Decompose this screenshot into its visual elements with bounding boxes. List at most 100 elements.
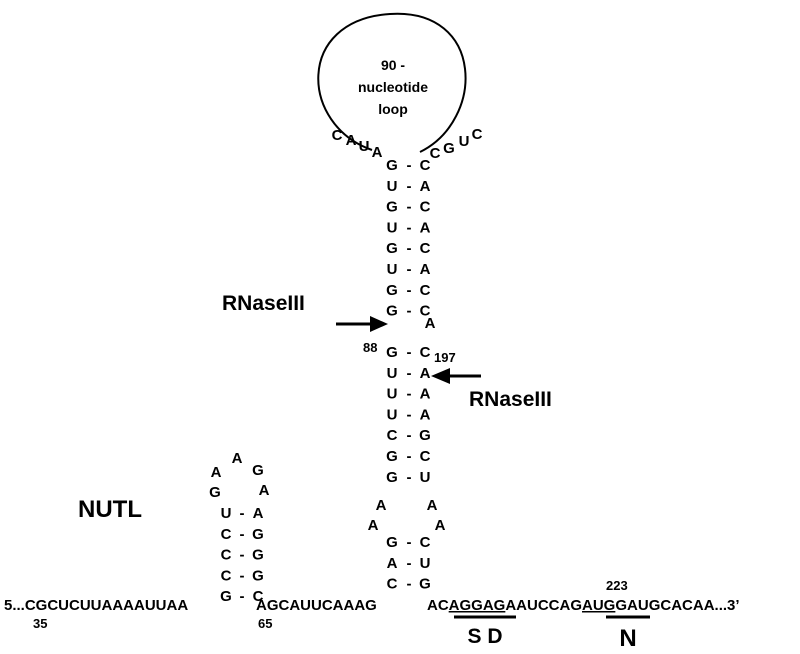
loop-right-base: C	[430, 145, 441, 162]
pair-right-base: C	[420, 157, 431, 174]
loop-left-base: C	[332, 127, 343, 144]
pair-bond: -	[240, 588, 245, 605]
start-codon: AUG	[582, 597, 615, 614]
pair-right-base: C	[420, 240, 431, 257]
pair-bond: -	[240, 526, 245, 543]
pair-left-base: U	[387, 261, 398, 278]
loop-left-bases: C A U A	[332, 127, 383, 161]
pair-right-base: A	[420, 406, 431, 423]
pair-right-base: A	[420, 219, 431, 236]
pair-left-base: A	[387, 555, 398, 572]
pair-right-base: A	[420, 386, 431, 403]
pair-left-base: G	[386, 240, 398, 257]
pair-bond: -	[407, 576, 412, 593]
pair-right-base: C	[253, 588, 264, 605]
sequence-middle: AGCAUUCAAAG	[256, 597, 377, 614]
pair-left-base: G	[386, 534, 398, 551]
pair-right-base: C	[420, 448, 431, 465]
shine-dalgarno-sequence: AGGAG	[449, 597, 506, 614]
pair-right-base: C	[420, 199, 431, 216]
pair-right-base: A	[253, 505, 264, 522]
loop-left-base: A	[372, 144, 383, 161]
pair-right-base: G	[419, 576, 431, 593]
pair-right-base: C	[420, 282, 431, 299]
pair-bond: -	[407, 344, 412, 361]
pair-left-base: G	[386, 199, 398, 216]
pair-left-base: C	[221, 567, 232, 584]
loop-right-base: U	[459, 133, 470, 150]
internal-loop: A A A A	[368, 497, 446, 534]
pair-bond: -	[240, 567, 245, 584]
pair-right-base: U	[420, 555, 431, 572]
sequence-right-a: AC	[427, 597, 449, 614]
position-65: 65	[258, 616, 272, 631]
pair-right-base: U	[420, 469, 431, 486]
loop-label-line1: 90 -	[381, 57, 405, 73]
position-197: 197	[434, 350, 456, 365]
rnaseiii-label-left: RNaseIII	[222, 292, 305, 315]
pair-bond: -	[407, 555, 412, 572]
sequence-right-c: GAUGCACAA...3’	[615, 597, 739, 614]
nutl-loop-base: G	[252, 462, 264, 479]
pair-left-base: C	[221, 547, 232, 564]
internal-loop-left-base: A	[368, 517, 379, 534]
pair-bond: -	[407, 219, 412, 236]
position-35: 35	[33, 616, 47, 631]
pair-bond: -	[240, 505, 245, 522]
loop-left-base: A	[346, 132, 357, 149]
pair-left-base: C	[221, 526, 232, 543]
pair-bond: -	[407, 303, 412, 320]
internal-loop-right-base: A	[427, 497, 438, 514]
pair-left-base: U	[387, 219, 398, 236]
pair-left-base: U	[387, 178, 398, 195]
pair-right-base: C	[420, 344, 431, 361]
pair-left-base: G	[386, 303, 398, 320]
pair-bond: -	[407, 469, 412, 486]
loop-right-bases: C G U C	[430, 126, 483, 162]
cleavage-arrow-left-icon	[370, 316, 388, 332]
pair-bond: -	[407, 406, 412, 423]
pair-left-base: G	[386, 469, 398, 486]
pair-bond: -	[407, 427, 412, 444]
loop-label-line3: loop	[378, 101, 408, 117]
nutl-label: NUTL	[78, 496, 142, 523]
pair-right-base: G	[252, 526, 264, 543]
bulge-base: A	[425, 315, 436, 332]
pair-bond: -	[407, 157, 412, 174]
sequence-left: 5...CGCUCUUAAAAUUAA	[4, 597, 188, 614]
pair-left-base: U	[387, 406, 398, 423]
pair-left-base: U	[387, 365, 398, 382]
pair-left-base: U	[387, 386, 398, 403]
main-stem: G-CU-AG-CU-AG-CU-AG-CG-CG-CU-AU-AU-AC-GG…	[386, 157, 431, 486]
pair-left-base: G	[386, 344, 398, 361]
pair-right-base: G	[252, 547, 264, 564]
loop-right-base: C	[472, 126, 483, 143]
cleavage-arrow-right-icon	[431, 368, 450, 384]
pair-right-base: C	[420, 303, 431, 320]
position-223: 223	[606, 578, 628, 593]
position-88: 88	[363, 340, 377, 355]
n-label: N	[619, 625, 636, 652]
nutl-hairpin: G A A G A U-AC-GC-GC-GG-C	[209, 450, 269, 605]
pair-bond: -	[407, 365, 412, 382]
nutl-loop-base: A	[232, 450, 243, 467]
nutl-loop-base: A	[211, 464, 222, 481]
pair-right-base: A	[420, 365, 431, 382]
pair-bond: -	[407, 534, 412, 551]
pair-bond: -	[240, 547, 245, 564]
loop-right-base: G	[443, 140, 455, 157]
base-stem: G-CA-UC-G	[386, 534, 431, 593]
pair-bond: -	[407, 240, 412, 257]
nutl-stem: U-AC-GC-GC-GG-C	[220, 505, 264, 605]
loop-label-line2: nucleotide	[358, 79, 428, 95]
loop-left-base: U	[359, 138, 370, 155]
pair-left-base: U	[221, 505, 232, 522]
pair-left-base: G	[386, 448, 398, 465]
pair-bond: -	[407, 178, 412, 195]
pair-left-base: C	[387, 427, 398, 444]
pair-left-base: G	[386, 157, 398, 174]
pair-bond: -	[407, 282, 412, 299]
nutl-loop-base: G	[209, 484, 221, 501]
sequence-right: ACAGGAGAAUCCAGAUGGAUGCACAA...3’	[427, 597, 740, 614]
